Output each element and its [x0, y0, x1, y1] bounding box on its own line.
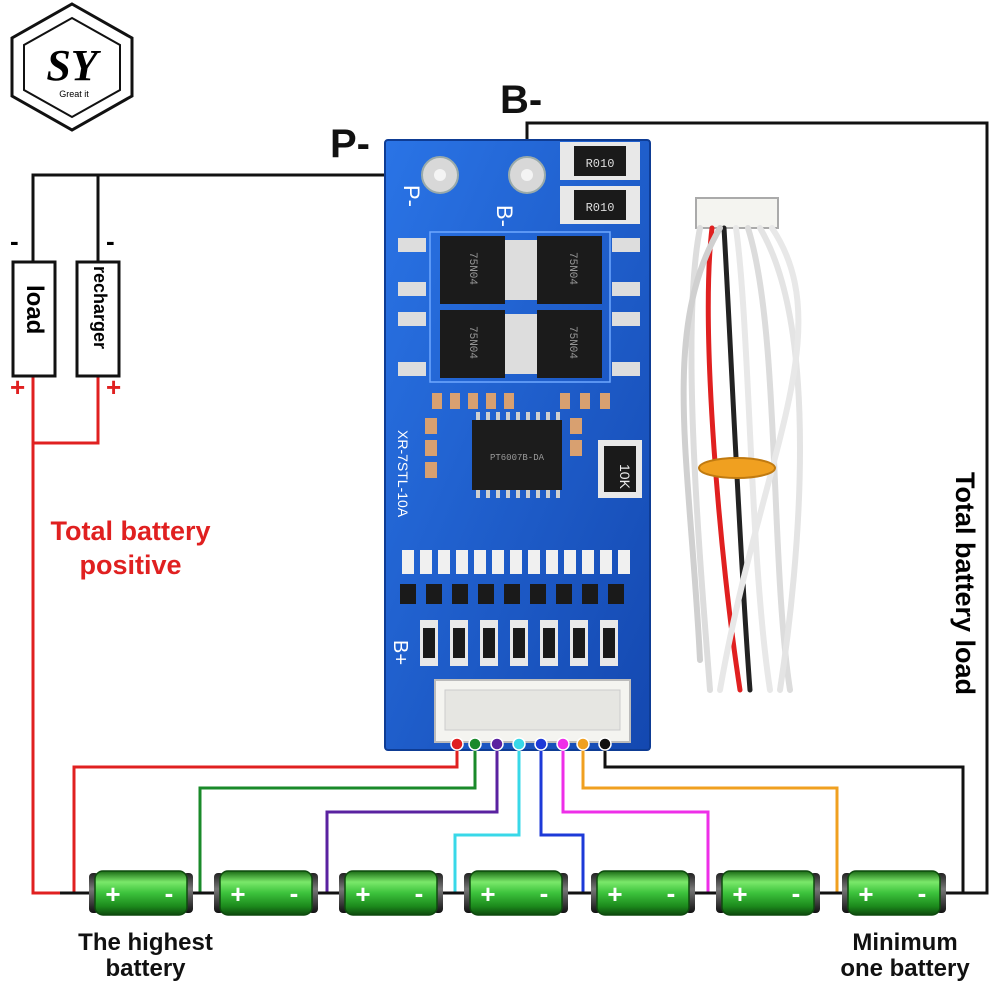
- load-minus-sign: -: [10, 226, 19, 256]
- recharger-text: recharger: [90, 266, 110, 350]
- svg-text:75N04: 75N04: [566, 326, 578, 359]
- svg-text:75N04: 75N04: [566, 252, 578, 285]
- battery-minus-sign: -: [792, 878, 801, 908]
- small-components-top: [432, 393, 610, 409]
- board-b-label: B-: [492, 205, 517, 227]
- recharger-plus-sign: +: [106, 372, 122, 402]
- wire-black-balance: [603, 744, 965, 893]
- wire-magenta: [561, 744, 710, 893]
- svg-text:PT6007B-DA: PT6007B-DA: [490, 453, 545, 463]
- wire-harness: [680, 197, 803, 693]
- mosfet-array: 75N04 75N04 75N04 75N04: [398, 231, 640, 383]
- total-positive-label: Total battery positive: [50, 516, 211, 580]
- battery-plus-sign: +: [105, 879, 120, 909]
- load-text: load: [21, 285, 48, 335]
- svg-text:R010: R010: [586, 201, 615, 215]
- balance-resistors: [400, 550, 630, 666]
- battery-cell: +-: [591, 870, 695, 916]
- board-model: XR-7STL-10A: [395, 430, 411, 518]
- bms-board: P- B- R010 R010 75N04 75N04 75N04: [384, 139, 651, 751]
- wire-red: [72, 744, 459, 893]
- protection-ic: PT6007B-DA: [472, 412, 562, 498]
- p-minus-wire: [31, 173, 440, 262]
- resistor-10k: 10K: [598, 440, 642, 498]
- shunt-resistor-1: R010: [560, 142, 640, 180]
- total-load-label: Total battery load: [950, 472, 980, 696]
- svg-text:10K: 10K: [617, 464, 633, 490]
- p-minus-label: P-: [330, 122, 370, 166]
- battery-minus-sign: -: [290, 878, 299, 908]
- battery-minus-sign: -: [415, 878, 424, 908]
- battery-plus-sign: +: [732, 879, 747, 909]
- battery-cell: +-: [89, 870, 193, 916]
- highest-battery-label: The highest battery: [78, 929, 213, 982]
- logo-tagline: Great it: [59, 89, 89, 99]
- battery-cell: +-: [464, 870, 568, 916]
- connector-pins: [450, 737, 612, 751]
- board-bplus-label: B+: [389, 640, 411, 665]
- battery-cell: +-: [716, 870, 820, 916]
- svg-text:75N04: 75N04: [466, 252, 478, 285]
- battery-minus-sign: -: [918, 878, 927, 908]
- battery-minus-sign: -: [540, 878, 549, 908]
- recharger-box: [75, 260, 121, 378]
- battery-plus-sign: +: [230, 879, 245, 909]
- wire-orange: [581, 744, 839, 893]
- wire-blue: [539, 744, 585, 893]
- battery-cell: +-: [339, 870, 443, 916]
- battery-cell: +-: [214, 870, 318, 916]
- battery-plus-sign: +: [480, 879, 495, 909]
- battery-minus-sign: -: [667, 878, 676, 908]
- load-plus-sign: +: [10, 372, 26, 402]
- minimum-battery-label: Minimum one battery: [840, 929, 970, 982]
- wire-cyan: [453, 744, 521, 893]
- shunt-resistor-2: R010: [560, 186, 640, 224]
- svg-text:75N04: 75N04: [466, 326, 478, 359]
- battery-plus-sign: +: [858, 879, 873, 909]
- battery-pack: +-+-+-+-+-+-+-: [89, 870, 946, 916]
- svg-text:R010: R010: [586, 157, 615, 171]
- wire-purple: [325, 744, 499, 893]
- balance-wires: [72, 744, 965, 893]
- recharger-minus-sign: -: [106, 226, 115, 256]
- battery-minus-sign: -: [165, 878, 174, 908]
- total-positive-wire: [31, 376, 100, 895]
- board-p-label: P-: [399, 185, 424, 207]
- load-box: [11, 260, 57, 378]
- balance-connector: [434, 679, 631, 743]
- battery-plus-sign: +: [355, 879, 370, 909]
- logo-letters: SY: [46, 41, 101, 90]
- wire-green: [198, 744, 477, 893]
- brand-logo: SY Great it: [10, 2, 134, 132]
- battery-plus-sign: +: [607, 879, 622, 909]
- battery-cell: +-: [842, 870, 946, 916]
- b-minus-label: B-: [500, 78, 543, 122]
